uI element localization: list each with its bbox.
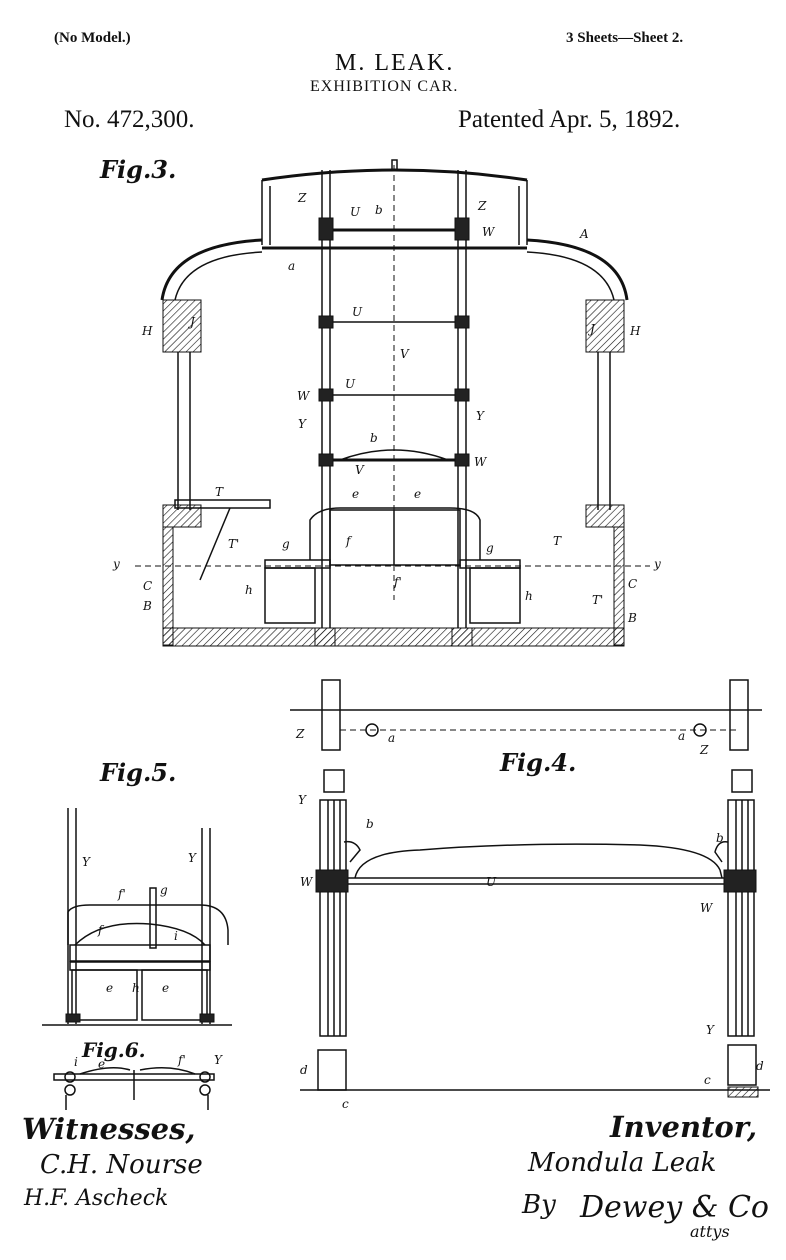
fig3-label-b-wall-right: B	[627, 611, 637, 625]
fig3-label-z-right: Z	[477, 199, 487, 213]
fig3-label-e-left: e	[352, 487, 359, 501]
fig5-label-y-right: Y	[188, 851, 197, 865]
fig3-label-t-right: T	[553, 534, 562, 548]
fig3-label-v-lower: V	[355, 463, 365, 477]
fig6-drawing	[54, 1068, 214, 1110]
attorneys-signature: Dewey & Co	[580, 1190, 769, 1225]
fig3-label-y-left: Y	[298, 417, 307, 431]
fig4-label-u: U	[486, 875, 497, 889]
fig5-label-e-right: e	[162, 981, 169, 995]
fig5-label-i: i	[174, 929, 178, 943]
fig3-label-h-left-bench: h	[245, 583, 253, 597]
fig4-label-a-left: a	[388, 731, 395, 745]
fig3-label-b-top: b	[375, 203, 383, 217]
fig3-label-a-lower: a	[288, 259, 295, 273]
fig6-label-e: e	[98, 1057, 105, 1071]
fig5-label-f-prime: f'	[117, 887, 126, 901]
fig3-label-w-left: W	[297, 389, 311, 403]
fig4-label-a-right: a	[678, 729, 685, 743]
fig3-label-y-section-right: y	[653, 557, 661, 571]
fig3-label-f-prime: f'	[393, 575, 402, 589]
fig3-label-v: V	[400, 347, 410, 361]
fig5-label-f: f	[97, 923, 105, 937]
fig3-label-c-right: C	[628, 577, 637, 591]
fig3-label-w-right: W	[474, 455, 488, 469]
fig3-label-g-left: g	[282, 537, 290, 551]
fig3-label-u-lower: U	[345, 377, 356, 391]
fig3-label-w-top: W	[482, 225, 496, 239]
by-label: By	[522, 1190, 556, 1220]
fig6-label-f-prime: f'	[177, 1053, 186, 1067]
fig3-label-b-wall-left: B	[142, 599, 152, 613]
fig3-label-t-prime-right: T'	[592, 593, 603, 607]
witness-signature-2: H.F. Ascheck	[24, 1186, 168, 1211]
fig4-label-w-left: W	[300, 875, 314, 889]
fig3-label-h-left: H	[141, 324, 153, 338]
fig4-label-w-right: W	[700, 901, 714, 915]
fig4-label-c-left: c	[342, 1097, 349, 1111]
fig4-label-y-left: Y	[298, 793, 307, 807]
witnesses-label: Witnesses,	[22, 1112, 196, 1146]
fig4-drawing	[290, 680, 770, 1097]
inventor-label: Inventor,	[610, 1110, 757, 1144]
fig4-label-d-right: d	[756, 1059, 764, 1073]
fig3-label-e-right: e	[414, 487, 421, 501]
fig4-label-b-right: b	[716, 831, 724, 845]
fig3-label-c-left: C	[143, 579, 152, 593]
witness-signature-1: C.H. Nourse	[40, 1150, 203, 1180]
fig3-label-t-prime-left: T'	[228, 537, 239, 551]
inventor-signature: Mondula Leak	[528, 1148, 716, 1178]
fig4-label-d-left: d	[300, 1063, 308, 1077]
attorneys-abbrev: attys	[690, 1222, 730, 1241]
fig3-label-f: f	[345, 534, 353, 548]
fig3-label-a-upper: A	[579, 227, 589, 241]
fig5-label-h: h	[132, 981, 140, 995]
fig5-label-g: g	[160, 883, 168, 897]
fig3-label-h-right-bench: h	[525, 589, 533, 603]
fig4-label-z-left: Z	[295, 727, 305, 741]
fig3-label-t: T	[215, 485, 224, 499]
fig3-label-y-right: Y	[476, 409, 485, 423]
fig4-label-b-left: b	[366, 817, 374, 831]
fig3-label-u-top: U	[350, 205, 361, 219]
fig4-label-z-right: Z	[699, 743, 709, 757]
fig6-label-i: i	[74, 1055, 78, 1069]
fig3-label-h-right: H	[629, 324, 641, 338]
fig3-label-z-left: Z	[297, 191, 307, 205]
fig3-drawing	[135, 160, 650, 646]
fig5-label-e-left: e	[106, 981, 113, 995]
fig3-label-u-mid: U	[352, 305, 363, 319]
fig5-label-y-left: Y	[82, 855, 91, 869]
fig4-label-y-right: Y	[706, 1023, 715, 1037]
fig3-label-g-right: g	[486, 541, 494, 555]
fig6-label-y: Y	[214, 1053, 223, 1067]
fig4-label-c-right: c	[704, 1073, 711, 1087]
fig3-label-b-lower: b	[370, 431, 378, 445]
fig3-label-y-section-left: y	[112, 557, 120, 571]
